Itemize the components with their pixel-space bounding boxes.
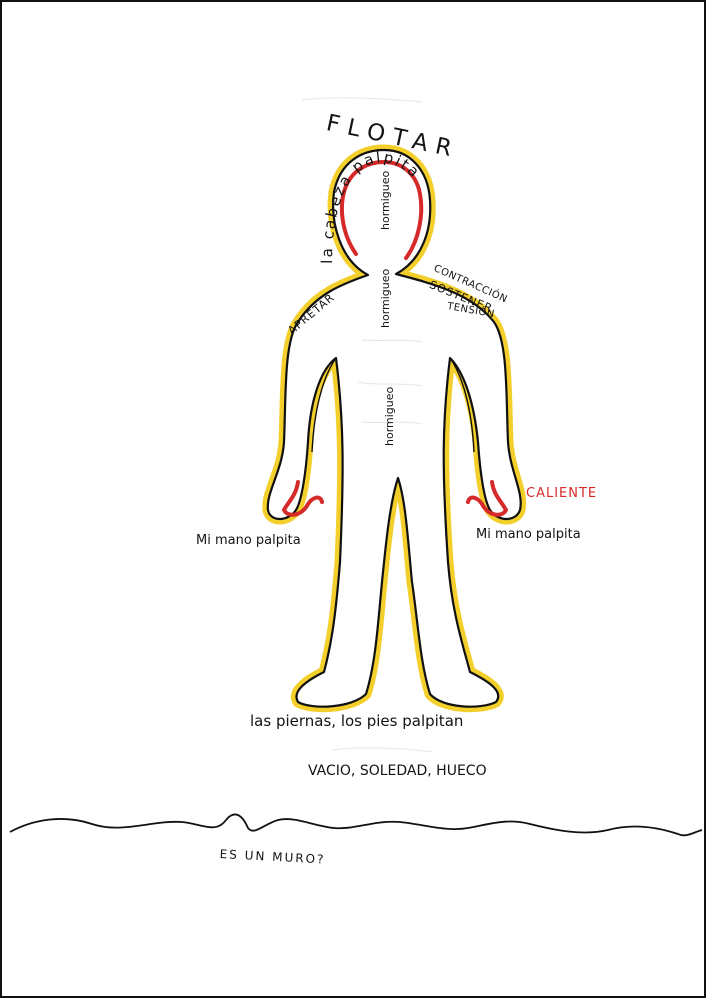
wall-wavy-line <box>10 814 702 835</box>
legs-label: las piernas, los pies palpitan <box>250 714 463 729</box>
right-hand-label: Mi mano palpita <box>476 528 581 541</box>
chest-hormigueo: hormigueo <box>380 269 391 328</box>
neck-hormigueo: hormigueo <box>380 171 391 230</box>
belly-hormigueo: hormigueo <box>384 387 395 446</box>
left-hand-label: Mi mano palpita <box>196 534 301 547</box>
feeling-label: VACIO, SOLEDAD, HUECO <box>308 764 487 778</box>
right-hand-temperature: CALIENTE <box>526 487 597 500</box>
